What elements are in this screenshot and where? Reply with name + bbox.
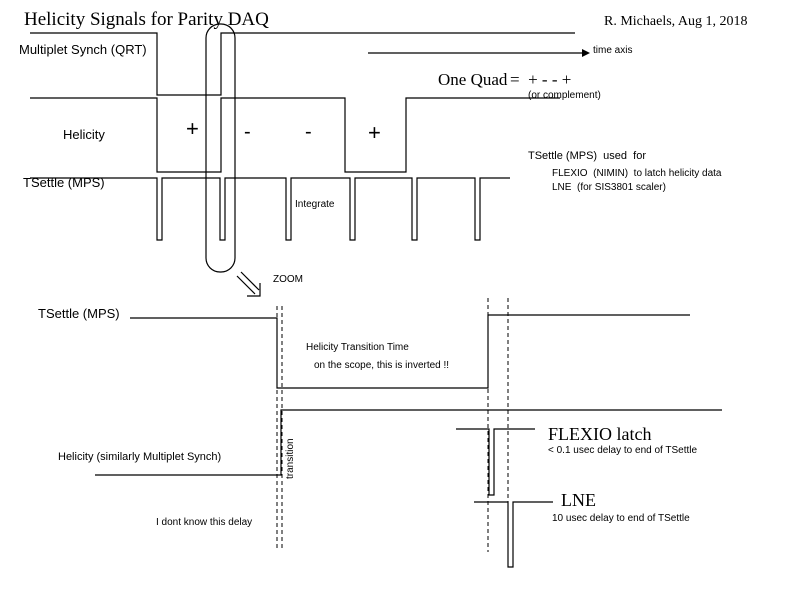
zoom-tsettle-waveform — [130, 314, 690, 389]
tsettle-waveform — [30, 177, 510, 241]
zoom-helicity-waveform — [95, 409, 722, 476]
flexio-latch-pulse — [456, 428, 535, 496]
helicity-waveform — [30, 97, 560, 173]
tsettle-usage-flexio: FLEXIO (NIMIN) to latch helicity data — [552, 168, 722, 179]
lne-delay-note: 10 usec delay to end of TSettle — [552, 513, 690, 524]
lne-label: LNE — [561, 490, 596, 510]
lne-pulse — [474, 501, 553, 568]
multiplet-synch-waveform — [30, 32, 575, 96]
zoom-arrow-icon — [236, 271, 261, 297]
one-quad-note: (or complement) — [528, 90, 601, 101]
helicity-sign-3: - — [305, 121, 312, 143]
multiplet-synch-label: Multiplet Synch (QRT) — [19, 42, 147, 57]
helicity-sign-4: + — [368, 120, 381, 145]
flexio-delay-note: < 0.1 usec delay to end of TSettle — [548, 445, 698, 456]
tsettle-usage-heading: TSettle (MPS) used for — [528, 150, 646, 162]
page-title: Helicity Signals for Parity DAQ — [24, 9, 269, 30]
zoom-highlight — [205, 23, 236, 273]
time-axis-label: time axis — [593, 45, 632, 56]
helicity-sign-2: - — [244, 121, 251, 143]
zoom-helicity-label: Helicity (similarly Multiplet Synch) — [58, 451, 221, 463]
transition-label: transition — [285, 438, 296, 479]
tsettle-label: TSettle (MPS) — [23, 175, 105, 190]
zoom-tsettle-label: TSettle (MPS) — [38, 306, 120, 321]
zoom-label: ZOOM — [273, 274, 303, 285]
helicity-sign-1: + — [186, 116, 199, 141]
delay-note: I dont know this delay — [156, 517, 252, 528]
flexio-latch-label: FLEXIO latch — [548, 424, 651, 444]
tsettle-usage-lne: LNE (for SIS3801 scaler) — [552, 182, 666, 193]
scope-note: on the scope, this is inverted !! — [314, 360, 449, 371]
integrate-label: Integrate — [295, 199, 335, 210]
author-date: R. Michaels, Aug 1, 2018 — [604, 14, 748, 29]
transition-time-label: Helicity Transition Time — [306, 342, 409, 353]
one-quad-pattern: = + - - + — [510, 70, 571, 89]
one-quad-label: One Quad — [438, 70, 508, 89]
helicity-label: Helicity — [63, 127, 105, 142]
